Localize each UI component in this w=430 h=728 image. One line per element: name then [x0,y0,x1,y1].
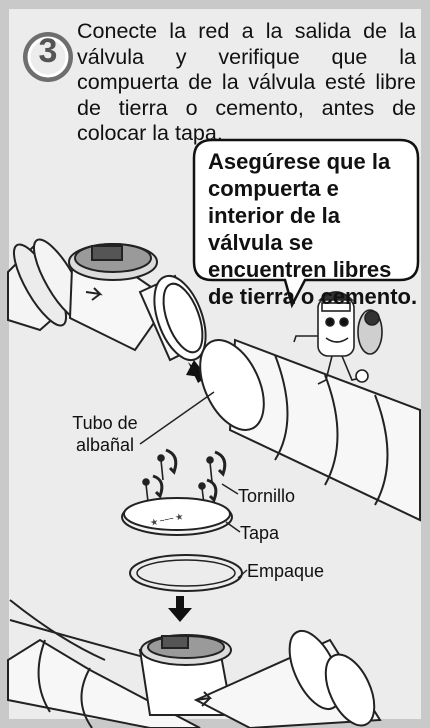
lower-valve-assembly [7,599,382,728]
callout-text: Asegúrese que la compuerta e interior de… [208,149,418,309]
screws [142,448,227,505]
upper-valve [7,238,207,362]
speech-bubble [192,138,420,309]
sewer-pipe [199,338,421,522]
label-empaque: Empaque [247,561,325,581]
tapa-leader-line [225,521,241,533]
empaque-leader-line [237,569,248,579]
step-number: 3 [38,32,58,70]
cover-plate: ★ ~~~ ★ [121,497,233,536]
gasket [129,554,243,592]
down-arrow [168,596,192,622]
mascot-illustration [293,291,383,385]
step-instruction: Conecte la red a la salida de la válvula… [77,19,416,145]
tornillo-leader-line [221,483,239,495]
label-tapa: Tapa [240,523,280,543]
label-tubo-de-albanal: Tubo de albañal [72,413,138,455]
label-tornillo: Tornillo [238,486,296,506]
tubo-leader-line [139,391,215,445]
step-number-icon [23,32,73,82]
